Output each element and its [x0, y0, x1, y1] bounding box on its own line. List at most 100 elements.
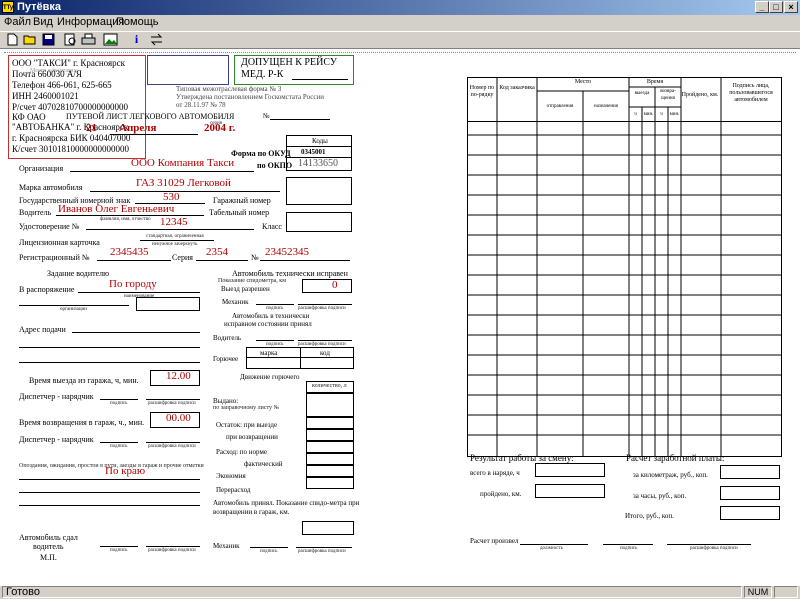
underline — [296, 547, 352, 548]
exit-time-box — [150, 370, 200, 386]
menu-file[interactable]: Файл — [4, 16, 32, 28]
minimize-button[interactable]: _ — [755, 1, 769, 13]
window-title: Путёвка — [17, 1, 62, 13]
sign-hint: подпись — [266, 342, 284, 347]
col-dest: назначения — [594, 104, 618, 109]
underline — [520, 544, 588, 545]
class-label: Класс — [262, 222, 282, 231]
underline — [19, 505, 200, 506]
rest-exit-label: Остаток: при выезде — [216, 421, 278, 429]
okpo-value: 14133650 — [298, 158, 338, 169]
total-label: Итого, руб., коп. — [625, 512, 674, 520]
okpo-label: по ОКПО — [257, 161, 293, 170]
stamp-block — [8, 55, 146, 159]
total-box — [720, 506, 780, 520]
num-indicator: NUM — [744, 586, 772, 598]
qty-box — [306, 465, 354, 477]
dispose-value[interactable]: По городу — [109, 278, 157, 290]
position-hint: должность — [540, 546, 563, 551]
underline — [298, 304, 352, 305]
odo-value[interactable]: 0 — [332, 279, 338, 291]
col-h: ч — [660, 112, 663, 117]
swap-icon[interactable] — [149, 33, 164, 46]
underline — [56, 215, 204, 216]
menu-help[interactable]: Помощь — [116, 16, 159, 28]
org-value[interactable]: ООО Компания Такси — [131, 157, 235, 169]
underline — [250, 547, 288, 548]
return-time-label: Время возвращения в гараж, ч., мин. — [19, 418, 145, 427]
code-col: код — [320, 349, 330, 357]
driver3-label: водитель — [33, 542, 64, 551]
dispatcher-label: Диспетчер - нарядчик — [19, 392, 94, 401]
underline — [97, 260, 171, 261]
mechanic-label: Механик — [222, 298, 249, 306]
license-label: Лицензионная карточка — [19, 238, 100, 247]
underline — [19, 305, 129, 306]
qty-box — [306, 417, 354, 429]
no-value[interactable]: 23452345 — [265, 246, 309, 258]
stamp-line: Почта 660030 А/Я — [12, 69, 82, 79]
garage-label: Гаражный номер — [213, 196, 271, 205]
open-icon[interactable] — [23, 33, 38, 46]
decode-hint: расшифровка подписи — [298, 342, 346, 347]
page-edge — [4, 52, 796, 53]
save-icon[interactable] — [41, 33, 56, 46]
org-label: Организация — [19, 164, 64, 173]
decode-hint: расшифровка подписи — [690, 546, 738, 551]
info-icon[interactable]: i — [134, 32, 139, 46]
print-icon[interactable] — [81, 33, 96, 46]
col-exit: выезда — [634, 91, 650, 96]
close-button[interactable]: × — [784, 1, 798, 13]
route-table-header-line — [467, 121, 782, 122]
return-time-value[interactable]: 00.00 — [166, 412, 191, 424]
passed-km-label: пройдено, км. — [480, 490, 522, 498]
per-hours-label: за часы, руб., коп. — [633, 492, 687, 500]
menu-view[interactable]: Вид — [33, 16, 53, 28]
maximize-button[interactable]: □ — [769, 1, 783, 13]
dispatcher-label: Диспетчер - нарядчик — [19, 435, 94, 444]
new-icon[interactable] — [5, 33, 20, 46]
exit-time-value[interactable]: 12.00 — [166, 370, 191, 382]
date-day: 21 — [86, 122, 97, 134]
stamp-line: ИНН 2460001021 — [12, 91, 79, 101]
odo-label: Показание спидометра, км — [218, 278, 286, 284]
col-place: Место — [574, 79, 592, 85]
exit-allowed-label: Выезд разрешен — [221, 285, 270, 293]
stamp-line: г. Красноярска БИК 040407000 — [12, 133, 131, 143]
reg-value[interactable]: 2345435 — [110, 246, 149, 258]
stamp-line: ООО "ТАКСИ" г. Красноярск — [12, 58, 125, 68]
tab-box — [286, 212, 352, 232]
exit-time-label: Время выезда из гаража, ч, мин. — [29, 376, 139, 385]
sign-hint: подпись — [110, 444, 128, 449]
series-value[interactable]: 2354 — [206, 246, 228, 258]
image-icon[interactable] — [103, 33, 118, 46]
underline — [72, 332, 200, 333]
underline — [667, 544, 751, 545]
delays-value[interactable]: По краю — [105, 465, 146, 477]
toolbar: i — [0, 31, 800, 49]
tab-label: Табельный номер — [209, 208, 270, 217]
sign-hint: подпись — [110, 548, 128, 553]
no-label: № — [251, 253, 259, 262]
driver2-label: Водитель — [213, 334, 242, 342]
stamp-place-hint: Место для штампа — [30, 68, 78, 74]
cert-label: Удостоверение № — [19, 222, 80, 231]
car-value[interactable]: ГАЗ 31029 Легковой — [136, 177, 231, 189]
plate-value[interactable]: 530 — [163, 191, 180, 203]
underline — [135, 203, 205, 204]
fio-hint: фамилия, имя, отчество — [100, 217, 151, 222]
menu-info[interactable]: Информация — [57, 16, 125, 28]
decode-hint: расшифровка подписи — [148, 401, 196, 406]
underline — [270, 119, 330, 120]
stamp-line: "АВТОБАНКА" г. Красноярск — [12, 122, 129, 132]
underline — [146, 546, 200, 547]
okud-value: 0345001 — [301, 148, 326, 156]
decode-hint: расшифровка подписи — [298, 306, 346, 311]
driver-value[interactable]: Иванов Олег Евгеньевич — [58, 203, 175, 215]
col-num: Номер по по-рядку — [469, 85, 495, 98]
cert-value[interactable]: 12345 — [160, 216, 188, 228]
car-accepted-label: Автомобиль принял. Показание спидо-метра… — [213, 499, 360, 516]
sign-hint: подпись — [266, 306, 284, 311]
car-label: Марка автомобиля — [19, 183, 83, 192]
preview-icon[interactable] — [63, 33, 78, 46]
